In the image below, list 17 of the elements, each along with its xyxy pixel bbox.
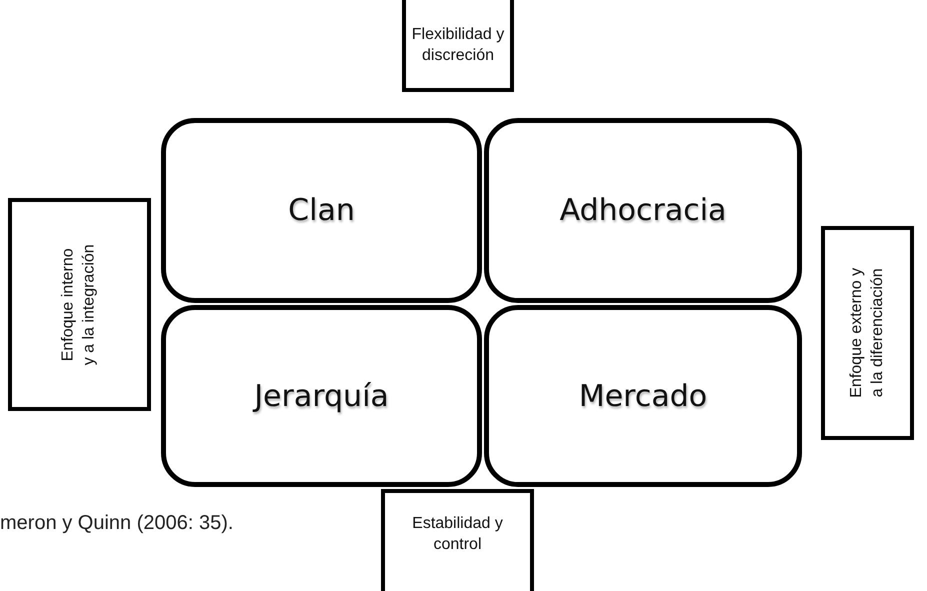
quadrant-title: Adhocracia	[560, 192, 726, 230]
axis-label: Enfoque interno y a la integración	[58, 243, 98, 367]
quadrant-box	[484, 118, 802, 303]
quadrant-box	[161, 305, 482, 487]
label-box	[821, 226, 914, 440]
axis-label: Enfoque externo y a la diferenciación	[846, 268, 886, 398]
label-box	[8, 198, 151, 411]
quadrant-title: Mercado	[578, 378, 708, 416]
quadrant-title: Jerarquía	[254, 378, 389, 416]
quadrant-box	[161, 118, 482, 303]
label-box	[381, 489, 534, 591]
quadrant-box	[484, 305, 802, 487]
label-box	[402, 0, 514, 92]
quadrant-title: Clan	[288, 192, 355, 230]
source-note: meron y Quinn (2006: 35).	[0, 512, 234, 535]
axis-label: Flexibilidad y discreción	[410, 25, 506, 66]
axis-label: Estabilidad y control	[411, 514, 504, 555]
